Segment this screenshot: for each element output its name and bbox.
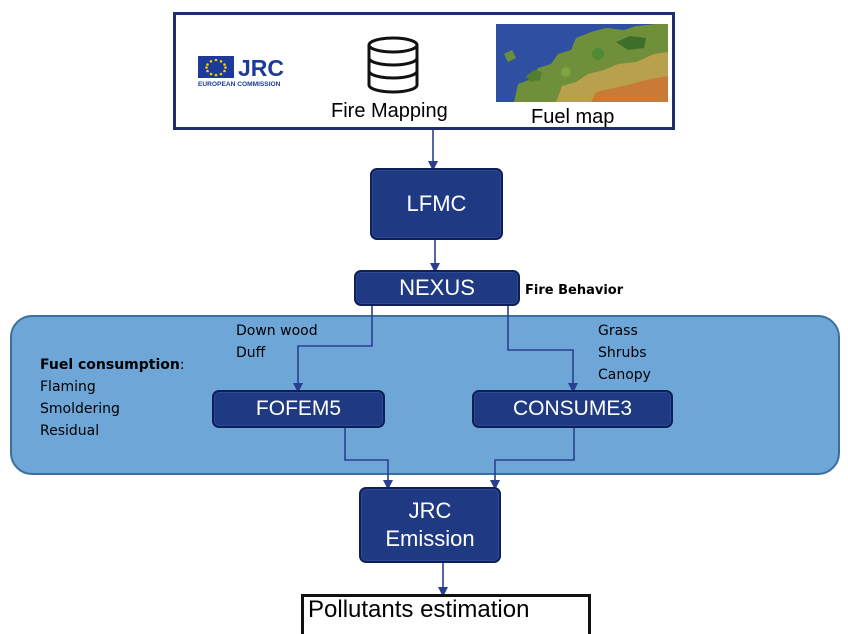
consume-input-item: Grass (598, 323, 638, 339)
fuel-consumption-panel (10, 315, 840, 475)
fuel-consumption-heading: Fuel consumption: (40, 354, 185, 376)
consume-input-item: Canopy (598, 367, 651, 383)
nexus-node: NEXUS (354, 270, 520, 306)
arrow-consume-to-emission (490, 428, 575, 490)
jrc-logo: JRC EUROPEAN COMMISSION (198, 55, 284, 88)
consume-input-item: Shrubs (598, 345, 647, 361)
fuel-consumption-list: Fuel consumption: Flaming Smoldering Res… (40, 354, 185, 442)
lfmc-node: LFMC (370, 168, 503, 240)
europe-fuel-map-image (496, 24, 668, 102)
pollutants-estimation-label: Pollutants estimation (308, 596, 530, 623)
fire-mapping-label: Fire Mapping (331, 100, 448, 122)
fuel-map-label: Fuel map (531, 106, 615, 128)
emission-line-1: JRC (408, 498, 452, 523)
fofem5-node: FOFEM5 (212, 390, 385, 428)
fuel-consumption-colon: : (179, 357, 185, 373)
arrow-nexus-to-fofem (293, 306, 373, 393)
emission-line-2: Emission (385, 526, 475, 551)
fofem-input-item: Duff (236, 345, 266, 361)
logo-wordmark: JRC (238, 55, 284, 81)
jrc-emission-node: JRC Emission (359, 487, 501, 563)
arrow-nexus-to-consume (507, 306, 578, 393)
logo-subtitle: EUROPEAN COMMISSION (198, 81, 281, 88)
fuel-consumption-item: Residual (40, 423, 100, 439)
fuel-consumption-item: Smoldering (40, 401, 120, 417)
fofem-input-item: Down wood (236, 323, 318, 339)
fire-behavior-label: Fire Behavior (525, 283, 624, 298)
eu-flag-icon (198, 56, 234, 78)
database-icon (367, 36, 419, 94)
fofem-inputs-list: Down wood Duff (236, 320, 318, 364)
fuel-consumption-title: Fuel consumption (40, 357, 180, 373)
arrow-fofem-to-emission (344, 428, 393, 490)
fuel-consumption-item: Flaming (40, 379, 96, 395)
consume-inputs-list: Grass Shrubs Canopy (598, 320, 651, 386)
consume3-node: CONSUME3 (472, 390, 673, 428)
